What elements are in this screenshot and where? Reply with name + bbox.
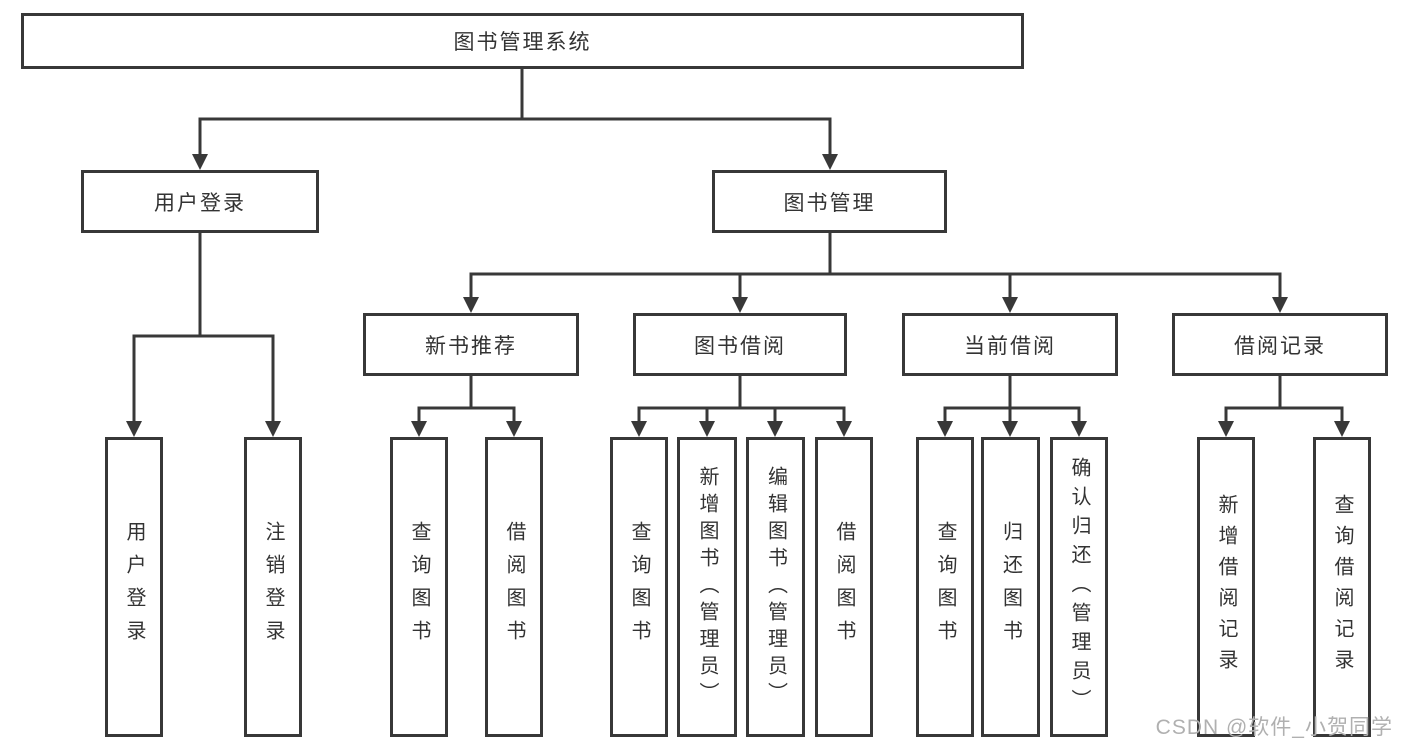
- node-library-management-system: 图书管理系统: [21, 13, 1024, 69]
- leaf-query-borrow-record-label: 查询借阅记录: [1331, 494, 1353, 680]
- leaf-borrow-books-borrowing: 借阅图书: [815, 437, 873, 737]
- leaf-logout-label: 注销登录: [262, 521, 284, 653]
- node-book-borrowing: 图书借阅: [633, 313, 847, 376]
- node-book-management: 图书管理: [712, 170, 947, 233]
- leaf-add-books-admin: 新增图书（管理员）: [677, 437, 737, 737]
- node-user-login: 用户登录: [81, 170, 319, 233]
- node-current-borrowing: 当前借阅: [902, 313, 1118, 376]
- leaf-add-borrow-record-label: 新增借阅记录: [1215, 494, 1237, 680]
- node-new-book-recommendation: 新书推荐: [363, 313, 579, 376]
- leaf-user-login-label: 用户登录: [123, 521, 145, 653]
- leaf-query-books-recommend: 查询图书: [390, 437, 448, 737]
- leaf-query-books-borrowing-label: 查询图书: [628, 521, 650, 653]
- leaf-confirm-return-admin: 确认归还（管理员）: [1050, 437, 1108, 737]
- leaf-confirm-return-admin-label: 确认归还（管理员）: [1068, 456, 1090, 718]
- leaf-query-books-recommend-label: 查询图书: [408, 521, 430, 653]
- tree-edges: [132, 67, 1344, 425]
- leaf-add-books-admin-label: 新增图书（管理员）: [696, 465, 718, 709]
- leaf-borrow-books-borrowing-label: 借阅图书: [833, 521, 855, 653]
- leaf-query-borrow-record: 查询借阅记录: [1313, 437, 1371, 737]
- leaf-return-books: 归还图书: [981, 437, 1040, 737]
- leaf-user-login: 用户登录: [105, 437, 163, 737]
- leaf-return-books-label: 归还图书: [999, 521, 1022, 653]
- leaf-borrow-books-recommend-label: 借阅图书: [503, 521, 525, 653]
- leaf-logout: 注销登录: [244, 437, 302, 737]
- leaf-add-borrow-record: 新增借阅记录: [1197, 437, 1255, 737]
- leaf-query-books-current-label: 查询图书: [934, 521, 956, 653]
- leaf-borrow-books-recommend: 借阅图书: [485, 437, 543, 737]
- leaf-query-books-borrowing: 查询图书: [610, 437, 668, 737]
- leaf-edit-books-admin: 编辑图书（管理员）: [746, 437, 805, 737]
- node-borrowing-records: 借阅记录: [1172, 313, 1388, 376]
- leaf-edit-books-admin-label: 编辑图书（管理员）: [764, 465, 787, 709]
- leaf-query-books-current: 查询图书: [916, 437, 974, 737]
- csdn-watermark: CSDN @软件_小贺同学: [1155, 716, 1393, 739]
